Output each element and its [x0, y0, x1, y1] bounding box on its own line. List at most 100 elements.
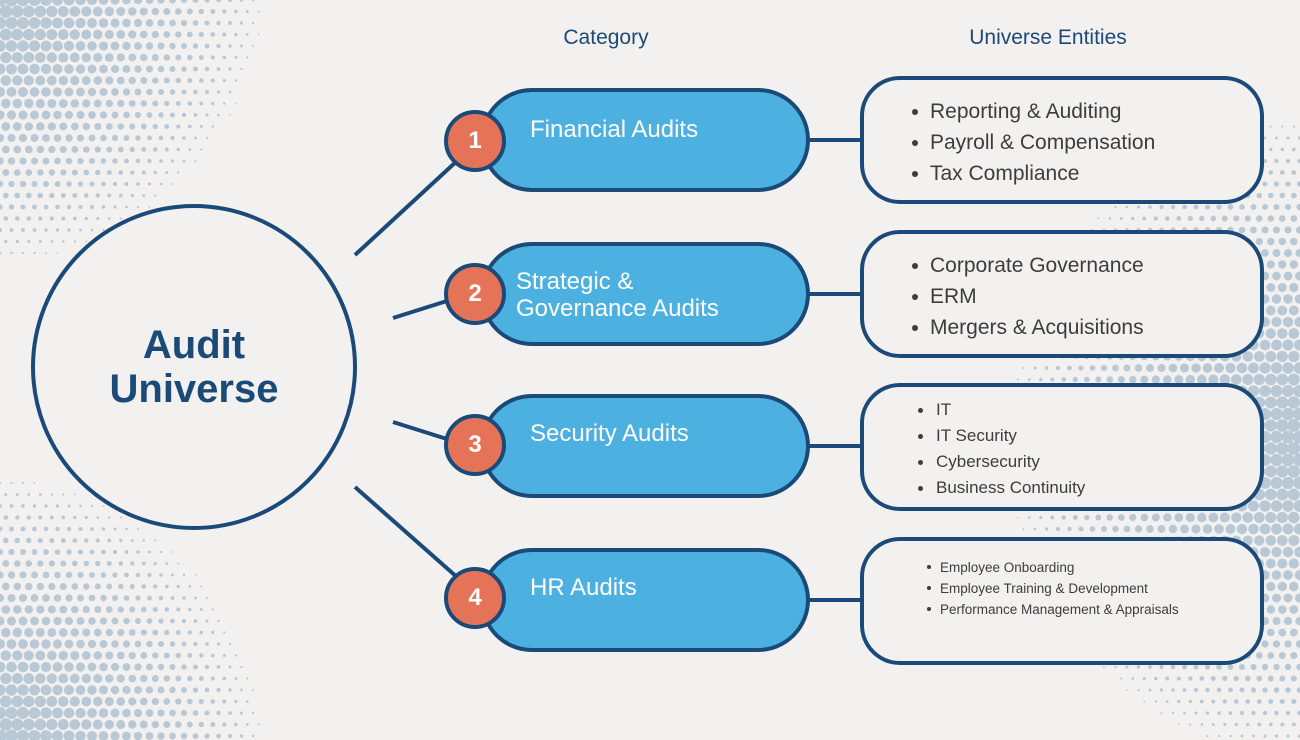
halftone-dot: [1163, 513, 1172, 522]
halftone-dot: [41, 87, 51, 97]
halftone-dot: [1259, 546, 1271, 558]
halftone-dot: [96, 216, 100, 221]
halftone-dot: [98, 708, 109, 718]
halftone-dot: [134, 617, 142, 625]
halftone-dot: [1214, 524, 1224, 534]
halftone-dot: [204, 43, 210, 49]
halftone-dot: [7, 593, 16, 603]
halftone-dot: [90, 527, 94, 531]
halftone-dot: [1205, 711, 1210, 715]
halftone-dot: [125, 527, 128, 531]
halftone-dot: [2, 560, 10, 567]
halftone-dot: [1295, 640, 1300, 648]
halftone-dot: [59, 122, 68, 131]
halftone-dot: [1016, 516, 1019, 519]
halftone-dot: [62, 240, 65, 243]
halftone-dot: [239, 21, 244, 25]
halftone-dot: [1142, 676, 1146, 681]
halftone-dot: [1170, 664, 1176, 670]
halftone-dot: [234, 699, 238, 704]
halftone-dot: [1185, 512, 1195, 523]
halftone-dot: [1216, 664, 1222, 670]
halftone-dot: [79, 228, 82, 232]
halftone-dot: [210, 699, 216, 704]
halftone-dot: [10, 481, 13, 485]
halftone-dot: [15, 515, 20, 520]
halftone-dot: [1279, 170, 1285, 175]
halftone-dot: [35, 98, 45, 109]
halftone-dot: [146, 112, 153, 118]
halftone-dot: [0, 5, 13, 18]
halftone-dot: [199, 653, 204, 658]
halftone-dot: [1, 605, 11, 614]
halftone-dot: [110, 685, 120, 695]
halftone-dot: [1296, 181, 1300, 187]
halftone-dot: [30, 157, 39, 165]
halftone-dot: [75, 41, 86, 51]
halftone-dot: [175, 77, 182, 84]
halftone-dot: [165, 562, 169, 565]
halftone-dot: [1293, 523, 1300, 535]
halftone-dot: [1261, 663, 1269, 671]
halftone-dot: [128, 7, 137, 16]
halftone-dot: [192, 710, 199, 716]
halftone-dot: [4, 239, 8, 244]
halftone-dot: [1295, 616, 1300, 626]
halftone-dot: [66, 549, 72, 555]
halftone-dot: [28, 17, 41, 29]
halftone-dot: [128, 674, 137, 683]
halftone-dot: [1256, 675, 1263, 682]
halftone-dot: [40, 707, 52, 719]
halftone-dot: [25, 582, 33, 591]
halftone-dot: [1265, 305, 1276, 316]
halftone-dot: [124, 572, 129, 578]
halftone-dot: [93, 29, 103, 40]
halftone-dot: [1268, 170, 1274, 175]
halftone-dot: [1067, 365, 1072, 371]
halftone-dot: [217, 113, 220, 117]
halftone-dot: [116, 651, 125, 660]
halftone-dot: [1271, 294, 1282, 304]
halftone-dot: [1162, 375, 1172, 384]
halftone-dot: [31, 571, 38, 579]
halftone-dot: [148, 550, 151, 554]
halftone-dot: [0, 661, 6, 673]
halftone-dot: [175, 652, 182, 659]
halftone-dot: [192, 733, 199, 739]
halftone-dot: [1253, 373, 1265, 386]
halftone-dot: [1187, 215, 1193, 222]
halftone-dot: [87, 639, 97, 649]
halftone-dot: [13, 169, 21, 176]
halftone-dot: [35, 650, 46, 661]
halftone-dot: [171, 183, 174, 185]
entity-item: Tax Compliance: [908, 158, 1155, 189]
halftone-dot: [128, 651, 136, 660]
halftone-dot: [60, 192, 66, 199]
halftone-dot: [1281, 430, 1295, 444]
halftone-dot: [32, 526, 37, 532]
category-pill-security: Security Audits: [480, 394, 810, 498]
connector-hub-to-3: [392, 420, 451, 442]
halftone-dot: [48, 560, 55, 567]
halftone-dot: [1250, 663, 1257, 671]
halftone-dot: [1285, 158, 1291, 164]
halftone-dot: [64, 662, 74, 672]
halftone-dot: [1033, 527, 1037, 531]
halftone-dot: [1223, 722, 1227, 727]
halftone-dot: [40, 661, 52, 673]
halftone-dot: [1095, 376, 1102, 383]
halftone-dot: [159, 573, 163, 577]
halftone-dot: [153, 170, 158, 175]
halftone-dot: [1283, 271, 1293, 281]
halftone-dot: [6, 661, 17, 673]
halftone-dot: [1281, 384, 1295, 398]
halftone-dot: [54, 181, 61, 187]
halftone-dot: [122, 65, 131, 73]
halftone-dot: [87, 41, 97, 51]
halftone-dot: [83, 193, 89, 198]
halftone-dot: [0, 729, 7, 740]
halftone-dot: [187, 77, 193, 84]
halftone-dot: [117, 606, 124, 613]
halftone-dot: [55, 526, 60, 532]
connector-lines: [353, 138, 862, 602]
